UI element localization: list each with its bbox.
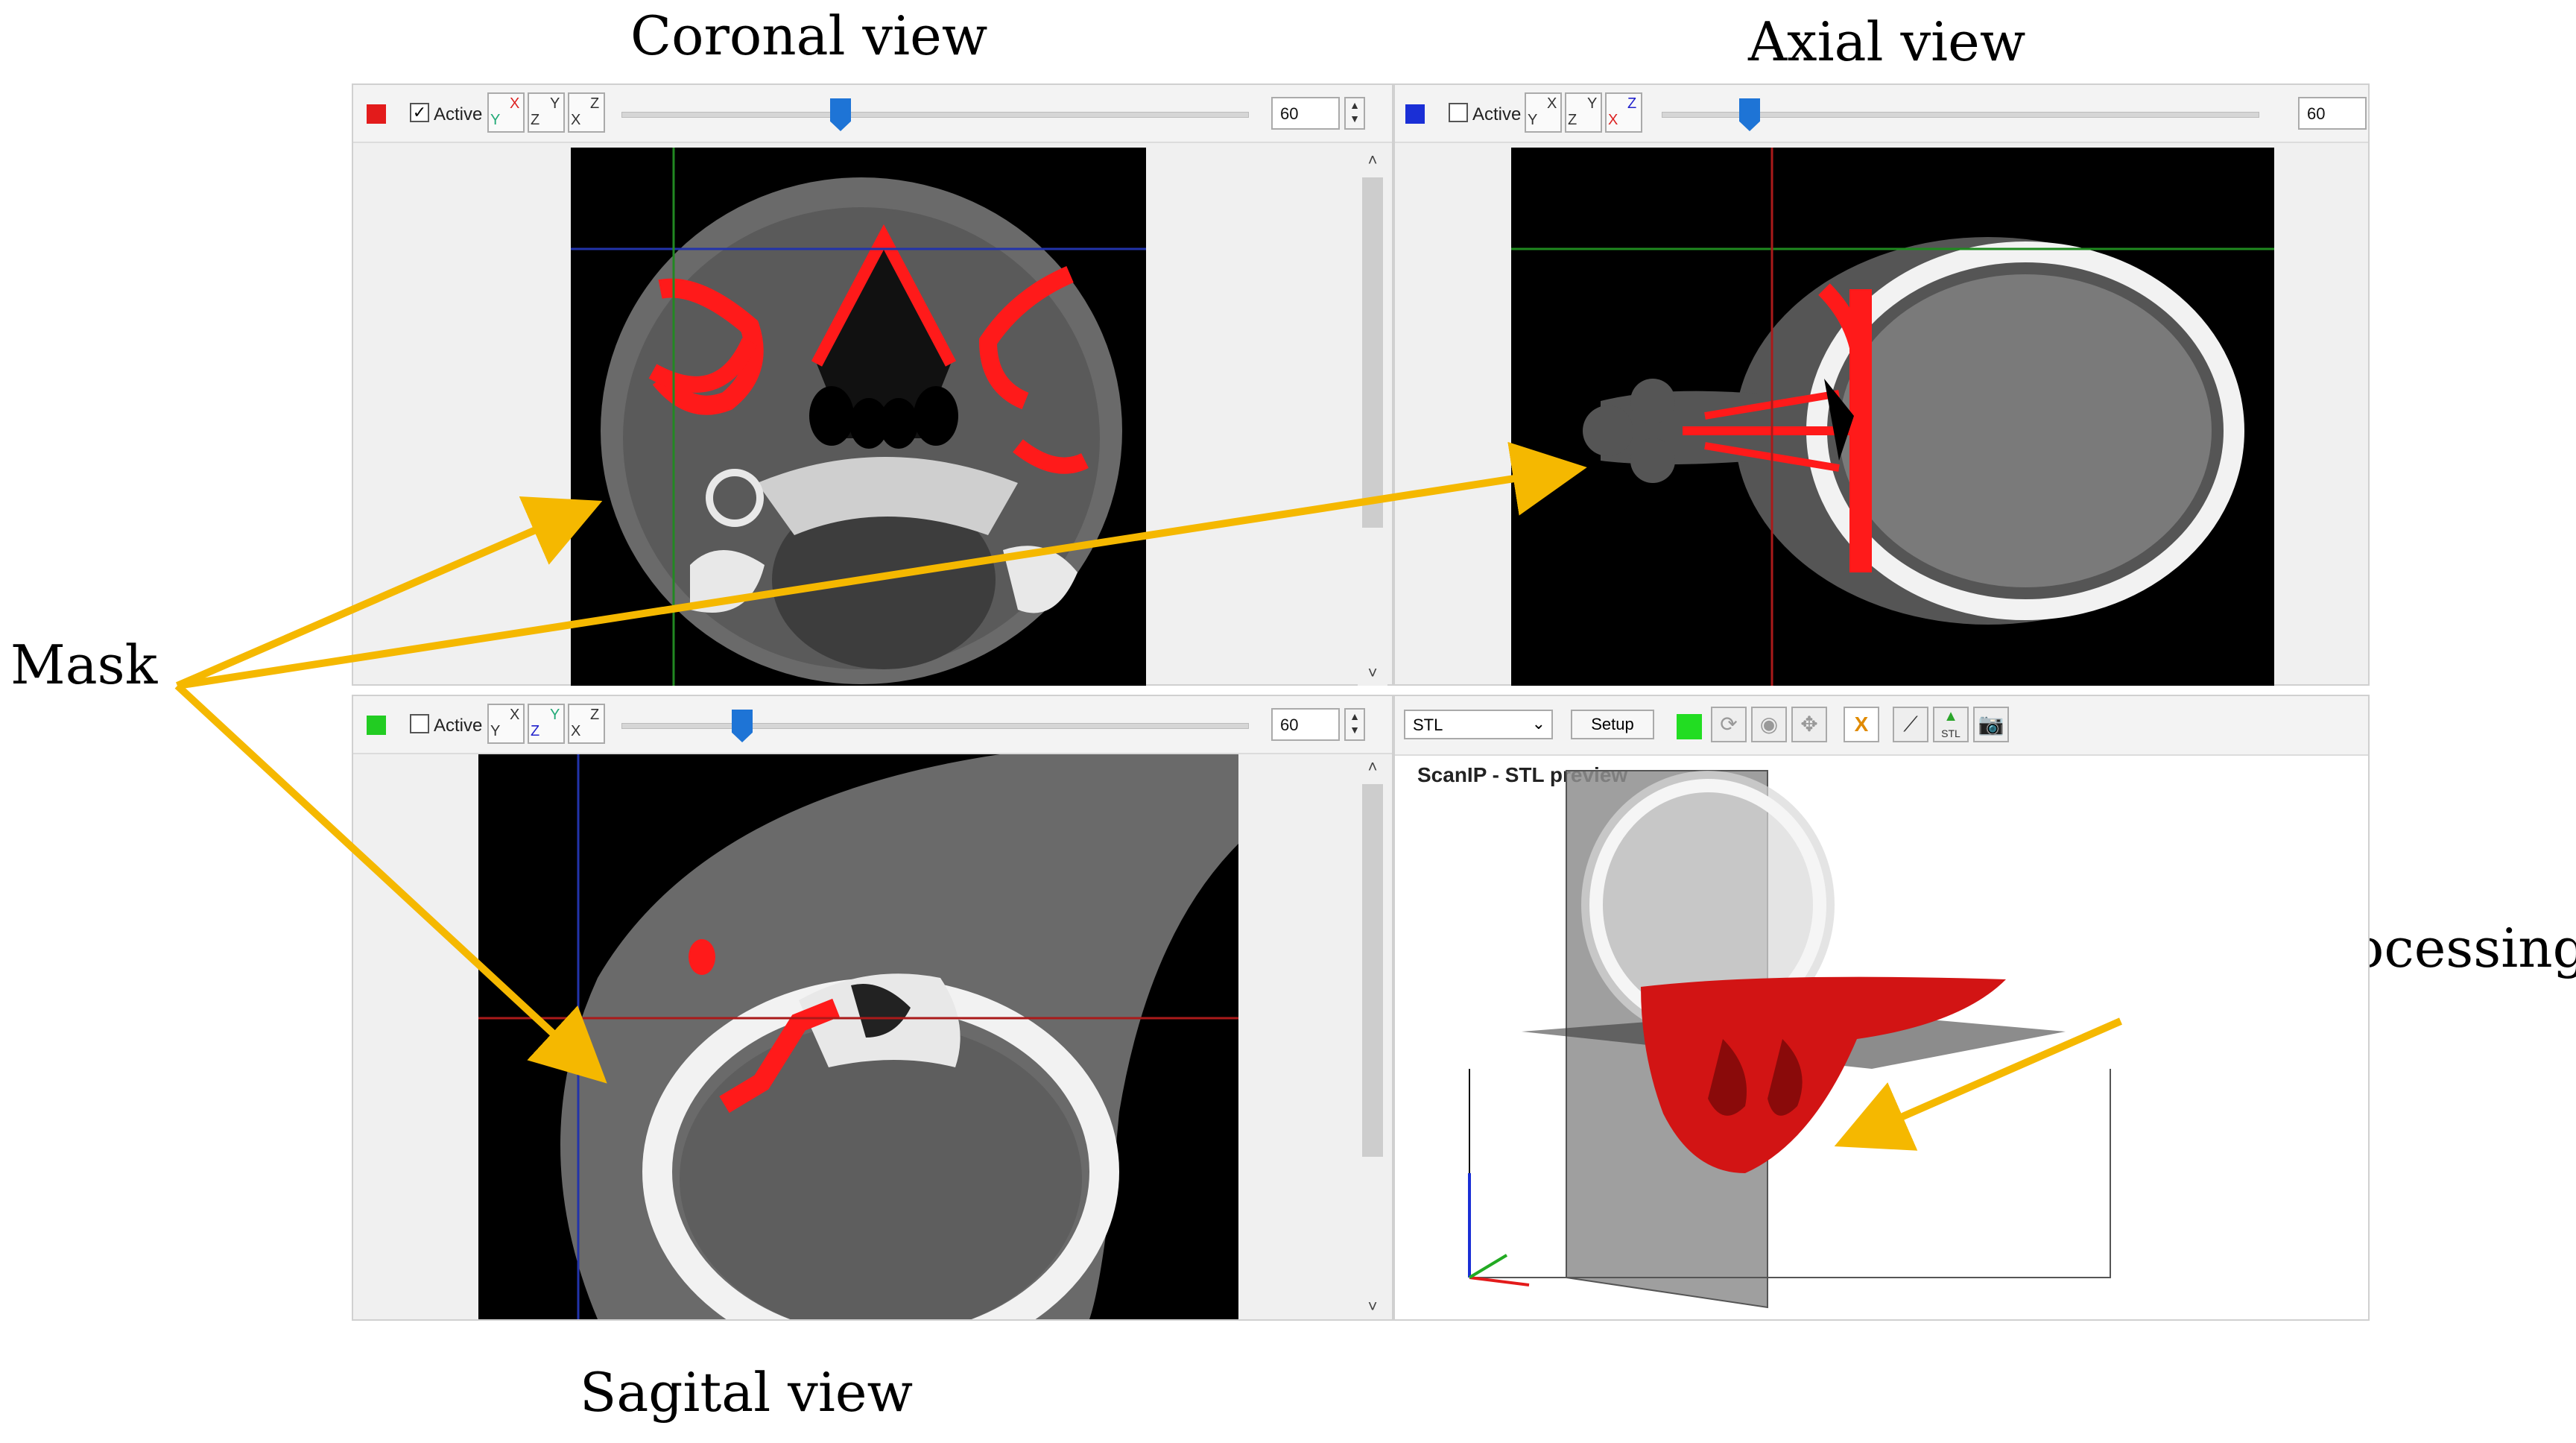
active-checkbox[interactable]	[410, 714, 429, 733]
slice-number-input[interactable]: 60	[1271, 708, 1340, 741]
coronal-ct-image[interactable]	[571, 148, 1146, 686]
scroll-down-arrow[interactable]: ˅	[1367, 1297, 1378, 1316]
active-label: Active	[1472, 104, 1522, 124]
slice-number-input[interactable]: 60	[2298, 97, 2367, 130]
slice-slider-thumb[interactable]	[732, 710, 753, 742]
scroll-up-arrow[interactable]: ˄	[1367, 151, 1378, 169]
sagital-view-caption: Sagital view	[580, 1361, 914, 1424]
slice-slider[interactable]	[1662, 112, 2259, 118]
mask-caption: Mask	[10, 634, 158, 696]
camera-icon[interactable]: 📷	[1973, 707, 2009, 742]
slice-slider[interactable]	[621, 112, 1249, 118]
stl-preview-panel: STL ⌄ Setup ⟳ ◉ ✥ X ⟋ ▲STL 📷 ScanIP - ST…	[1393, 695, 2370, 1321]
close-icon[interactable]: X	[1844, 707, 1879, 742]
scroll-down-arrow[interactable]: ˅	[1367, 663, 1378, 682]
chevron-down-icon: ⌄	[1531, 714, 1545, 733]
rotate-icon[interactable]: ⟳	[1711, 707, 1747, 742]
sagital-scrollbar[interactable]: ˄ ˅	[1358, 754, 1387, 1319]
active-label: Active	[434, 104, 483, 124]
slice-spinner[interactable]: ▲▼	[1344, 97, 1365, 130]
slice-spinner[interactable]: ▲▼	[1344, 708, 1365, 741]
mask-color-swatch[interactable]	[1405, 104, 1425, 124]
slice-number-input[interactable]: 60	[1271, 97, 1340, 130]
sagital-ct-svg	[478, 754, 1238, 1319]
export-stl-label: STL	[1941, 727, 1961, 739]
format-select[interactable]: STL ⌄	[1404, 710, 1553, 739]
coronal-view-caption: Coronal view	[630, 4, 988, 67]
sagital-ct-image[interactable]	[478, 754, 1238, 1319]
format-select-value: STL	[1413, 716, 1443, 734]
stl-3d-preview[interactable]	[1395, 756, 2371, 1322]
axial-ct-image[interactable]	[1511, 148, 2274, 686]
green-color-swatch[interactable]	[1677, 714, 1702, 739]
active-checkbox[interactable]: ✓	[410, 103, 429, 122]
scroll-thumb[interactable]	[1362, 784, 1383, 1157]
mask-color-swatch[interactable]	[367, 104, 386, 124]
scroll-up-arrow[interactable]: ˄	[1367, 757, 1378, 776]
move-icon[interactable]: ✥	[1791, 707, 1827, 742]
scroll-thumb[interactable]	[1362, 177, 1383, 528]
coronal-ct-svg	[571, 148, 1146, 686]
eye-icon[interactable]: ◉	[1751, 707, 1787, 742]
stl-toolbar: STL ⌄ Setup ⟳ ◉ ✥ X ⟋ ▲STL 📷	[1395, 696, 2368, 756]
slice-slider-thumb[interactable]	[1739, 98, 1760, 131]
axial-ct-svg	[1511, 148, 2274, 686]
slice-slider-thumb[interactable]	[830, 98, 851, 131]
slice-slider[interactable]	[621, 723, 1249, 729]
coronal-scrollbar[interactable]: ˄ ˅	[1358, 148, 1387, 686]
export-stl-icon[interactable]: ▲STL	[1933, 707, 1969, 742]
active-label: Active	[434, 716, 483, 736]
ruler-icon[interactable]: ⟋	[1893, 707, 1928, 742]
setup-button[interactable]: Setup	[1571, 710, 1654, 739]
mask-color-swatch[interactable]	[367, 716, 386, 735]
axial-view-caption: Axial view	[1748, 10, 2026, 73]
active-checkbox[interactable]	[1449, 103, 1468, 122]
